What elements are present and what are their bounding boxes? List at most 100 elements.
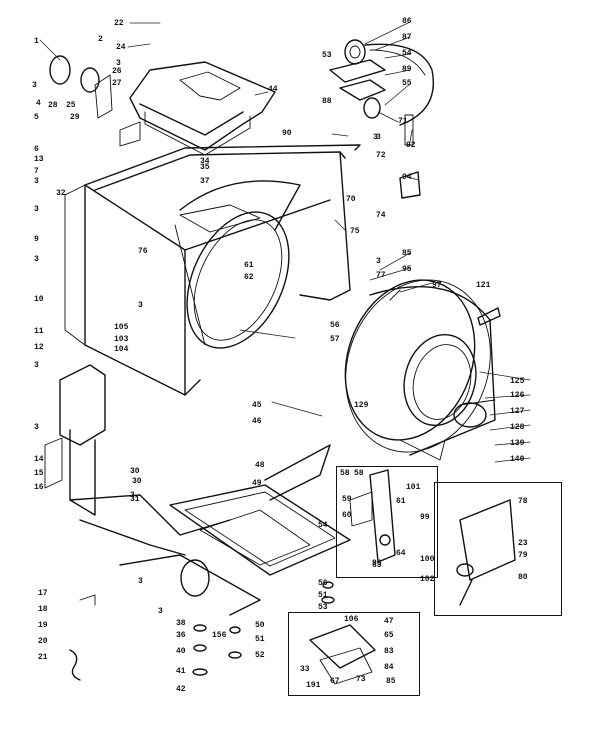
- part-label: 89: [402, 65, 412, 74]
- part-label: 22: [114, 19, 124, 28]
- part-label: 55: [402, 79, 412, 88]
- part-label: 106: [344, 615, 359, 624]
- part-label: 3: [34, 423, 39, 432]
- part-label: 34: [200, 157, 210, 166]
- part-label: 73: [356, 675, 366, 684]
- part-label: 63: [372, 561, 382, 570]
- levelling-legs: [192, 581, 335, 676]
- part-label: 51: [318, 591, 328, 600]
- part-label: 58: [340, 469, 350, 478]
- part-label: 3: [130, 491, 135, 500]
- vent-parts: [49, 55, 113, 681]
- part-label: 16: [34, 483, 44, 492]
- part-label: 103: [114, 335, 129, 344]
- part-label: 105: [114, 323, 129, 332]
- part-label: 28: [48, 101, 58, 110]
- part-label: 7: [34, 167, 39, 176]
- part-label: 18: [38, 605, 48, 614]
- part-label: 3: [373, 133, 378, 142]
- part-label: 65: [384, 631, 394, 640]
- part-label: 56: [330, 321, 340, 330]
- part-label: 78: [518, 497, 528, 506]
- part-label: 25: [66, 101, 76, 110]
- part-label: 60: [342, 511, 352, 520]
- part-label: 3: [32, 81, 37, 90]
- part-label: 87: [402, 33, 412, 42]
- part-label: 6: [34, 145, 39, 154]
- part-label: 54: [318, 521, 328, 530]
- part-label: 35: [200, 163, 210, 172]
- drum: [174, 180, 301, 349]
- part-label: 49: [252, 479, 262, 488]
- part-label: 70: [346, 195, 356, 204]
- part-label: 85: [402, 249, 412, 258]
- part-label: 51: [255, 635, 265, 644]
- part-label: 36: [176, 631, 186, 640]
- part-label: 33: [300, 665, 310, 674]
- part-label: 5: [34, 113, 39, 122]
- part-label: 26: [112, 67, 122, 76]
- part-label: 47: [384, 617, 394, 626]
- part-label: 54: [402, 49, 412, 58]
- part-label: 94: [402, 173, 412, 182]
- part-label: 83: [384, 647, 394, 656]
- part-label: 52: [255, 651, 265, 660]
- part-label: 13: [34, 155, 44, 164]
- leader-lines: [39, 21, 531, 463]
- part-label: 4: [36, 99, 41, 108]
- part-label: 14: [34, 455, 44, 464]
- part-label: 37: [200, 177, 210, 186]
- part-label: 48: [255, 461, 265, 470]
- part-label: 29: [70, 113, 80, 122]
- part-label: 46: [252, 417, 262, 426]
- part-label: 11: [34, 327, 44, 336]
- part-label: 75: [350, 227, 360, 236]
- part-label: 92: [406, 141, 416, 150]
- part-label: 72: [376, 151, 386, 160]
- part-label: 97: [432, 281, 442, 290]
- part-label: 59: [342, 495, 352, 504]
- part-label: 21: [38, 653, 48, 662]
- part-label: 99: [420, 513, 430, 522]
- part-label: 3: [34, 255, 39, 264]
- part-label: 127: [510, 407, 525, 416]
- part-label: 57: [330, 335, 340, 344]
- part-label: 79: [518, 551, 528, 560]
- part-label: 3: [34, 177, 39, 186]
- part-label: 128: [510, 423, 525, 432]
- part-label: 50: [255, 621, 265, 630]
- part-label: 3: [376, 133, 381, 142]
- part-label: 3: [138, 577, 143, 586]
- part-label: 3: [34, 205, 39, 214]
- part-label: 15: [34, 469, 44, 478]
- part-label: 38: [176, 619, 186, 628]
- part-label: 3: [138, 301, 143, 310]
- part-label: 3: [34, 361, 39, 370]
- part-label: 64: [396, 549, 406, 558]
- part-label: 3: [376, 257, 381, 266]
- part-label: 126: [510, 391, 525, 400]
- part-label: 24: [116, 43, 126, 52]
- idler-parts: [389, 289, 501, 428]
- inset-detail-bracket: [336, 466, 438, 578]
- part-label: 74: [376, 211, 386, 220]
- part-label: 44: [268, 85, 278, 94]
- part-label: 30: [132, 477, 142, 486]
- part-label: 191: [306, 681, 321, 690]
- top-cover: [129, 61, 276, 156]
- part-label: 61: [396, 497, 406, 506]
- part-label: 10: [34, 295, 44, 304]
- part-label: 9: [34, 235, 39, 244]
- part-label: 95: [402, 265, 412, 274]
- part-label: 27: [112, 79, 122, 88]
- part-label: 61: [244, 261, 254, 270]
- part-label: 3: [158, 607, 163, 616]
- part-label: 86: [402, 17, 412, 26]
- motor-assembly: [329, 39, 434, 199]
- part-label: 45: [252, 401, 262, 410]
- part-label: 101: [406, 483, 421, 492]
- part-label: 19: [38, 621, 48, 630]
- part-label: 96: [372, 559, 382, 568]
- part-label: 41: [176, 667, 186, 676]
